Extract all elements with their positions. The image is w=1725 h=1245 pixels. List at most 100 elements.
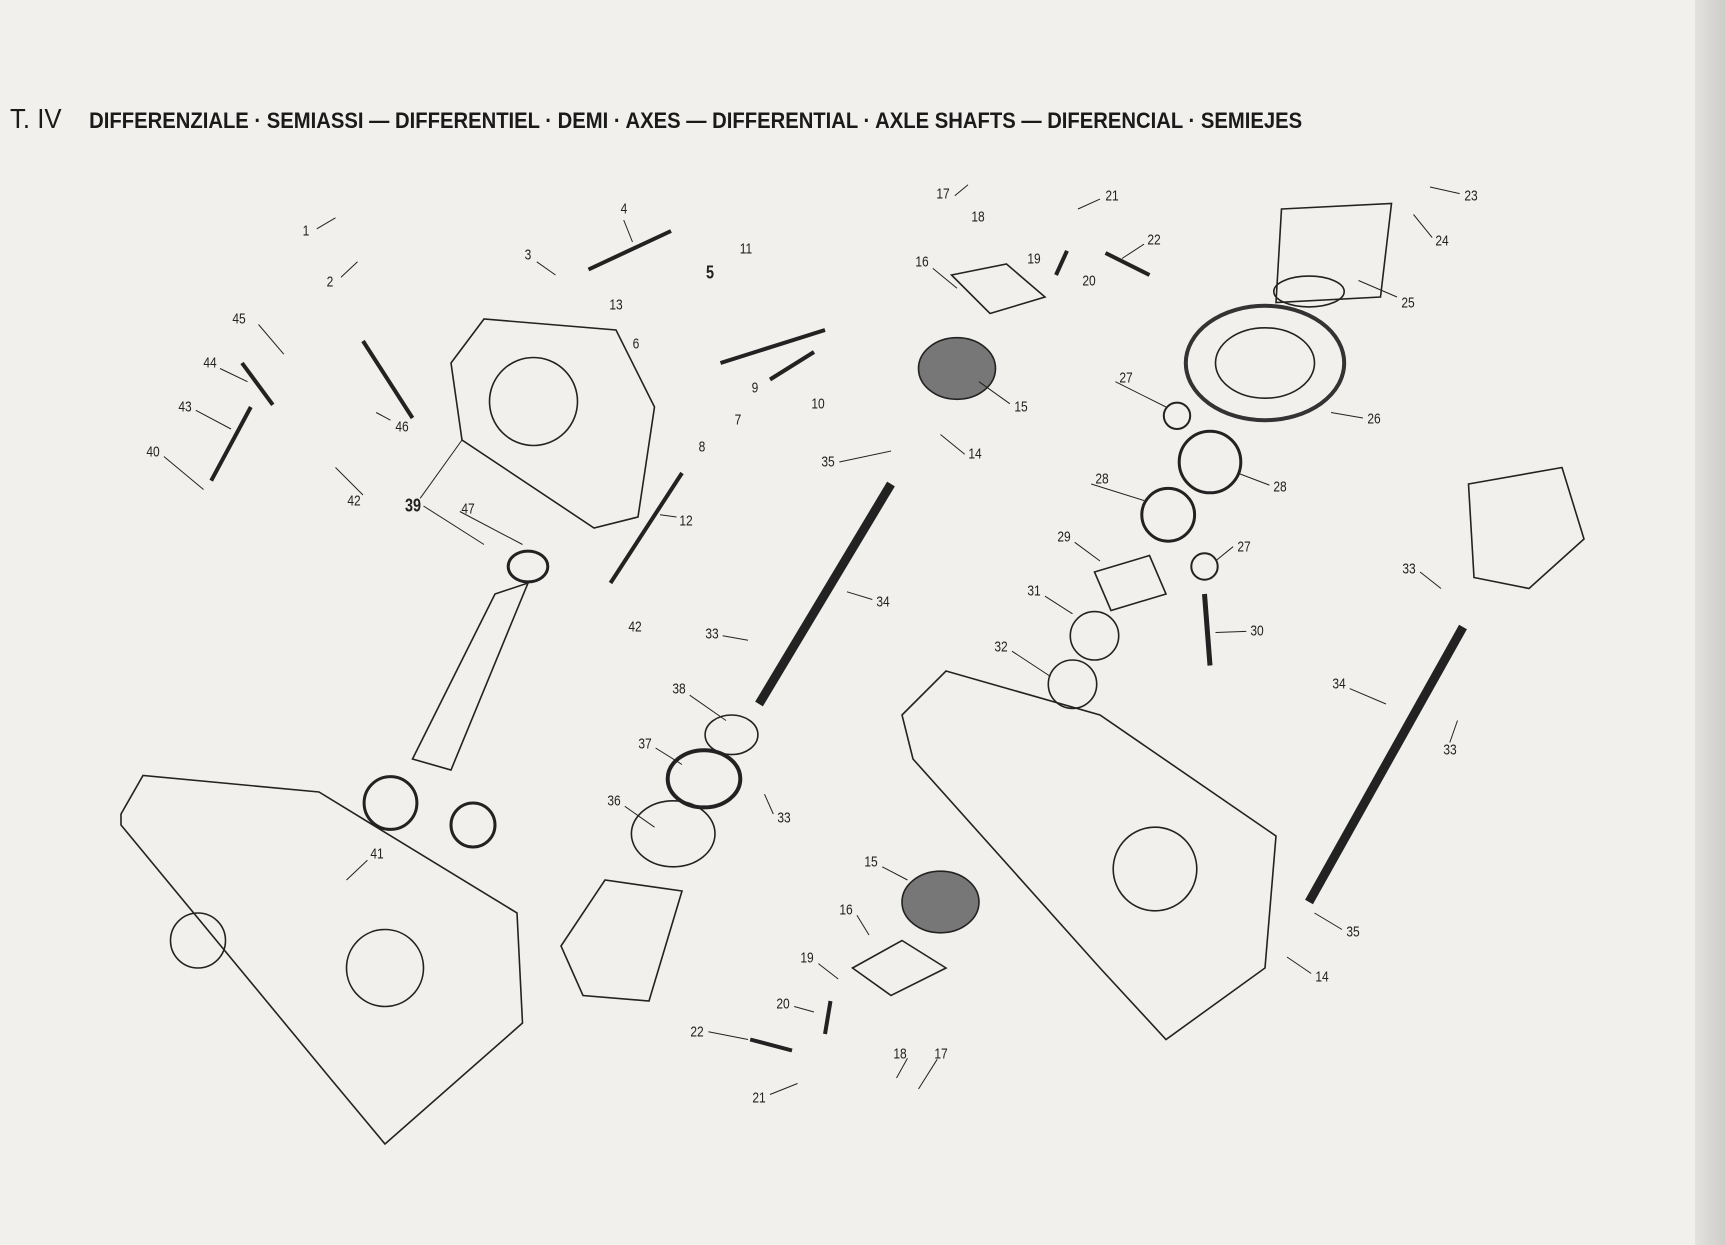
part-label-42: 42 [347, 492, 361, 509]
leader-line-2 [536, 261, 556, 276]
housing-bore-right [1112, 826, 1198, 912]
part-label-29: 29 [1057, 528, 1071, 546]
leader-line-4 [258, 324, 285, 355]
leader-line-38 [624, 805, 655, 828]
pinion-gear [1162, 401, 1192, 430]
bearing-housing-left [560, 879, 684, 1002]
cover-bearing-seat [488, 356, 579, 447]
part-label-5: 5 [705, 262, 714, 283]
bolt-3 [719, 328, 826, 365]
joint-flange-2 [851, 939, 948, 997]
leader-line-32 [1011, 650, 1051, 677]
part-label-27: 27 [1237, 538, 1251, 556]
part-label-18: 18 [971, 208, 985, 226]
bolt-8 [209, 406, 253, 482]
pinion-shaft-splined [411, 581, 530, 771]
gear-cluster [362, 775, 419, 831]
differential-cover [450, 318, 656, 529]
leader-line-7 [163, 456, 204, 490]
part-label-8: 8 [698, 438, 706, 456]
part-label-14: 14 [967, 445, 982, 463]
part-label-33: 33 [1443, 741, 1457, 759]
joint-flange [949, 263, 1047, 315]
axle-shaft-left [755, 481, 895, 707]
part-label-31: 31 [1027, 582, 1041, 600]
part-label-20: 20 [1082, 272, 1096, 289]
leader-line-10 [419, 439, 463, 499]
part-label-4: 4 [620, 200, 628, 218]
leader-line-8 [375, 412, 391, 421]
leader-line-47 [918, 1059, 938, 1090]
part-label-15: 15 [1014, 398, 1028, 416]
leader-line-3 [623, 219, 633, 243]
bolt-9 [749, 1037, 793, 1053]
ball-bearing [665, 748, 743, 810]
leader-line-49 [1349, 688, 1387, 705]
pinion-gear-2 [1190, 552, 1219, 581]
leader-line-36 [655, 747, 683, 765]
circlip [1047, 659, 1098, 710]
page-edge [1695, 0, 1725, 1245]
leader-line-39 [346, 859, 368, 881]
part-label-16: 16 [839, 901, 853, 919]
leader-line-5 [219, 368, 248, 383]
part-label-44: 44 [203, 354, 217, 372]
part-label-27: 27 [1119, 369, 1134, 387]
gear-cluster-2 [449, 801, 497, 849]
bolt-1 [608, 471, 684, 585]
part-label-23: 23 [1464, 187, 1478, 205]
leader-line-24 [1330, 412, 1363, 419]
leader-line-42 [818, 963, 839, 980]
bolt-5 [1104, 251, 1151, 277]
part-label-43: 43 [178, 398, 192, 416]
bolt-7 [240, 361, 275, 406]
part-label-32: 32 [994, 638, 1008, 656]
leader-line-16 [932, 268, 958, 289]
gearbox-housing-right [901, 670, 1277, 1041]
part-label-6: 6 [632, 335, 640, 353]
part-label-17: 17 [936, 185, 950, 203]
leader-line-40 [881, 866, 908, 881]
leader-line-0 [316, 217, 336, 230]
part-label-14: 14 [1315, 968, 1329, 986]
bolt-2 [587, 229, 672, 272]
title-text: DIFFERENZIALE · SEMIASSI — DIFFERENTIEL … [89, 108, 1303, 133]
part-label-17: 17 [933, 1045, 948, 1063]
part-label-46: 46 [394, 418, 409, 436]
part-label-2: 2 [326, 273, 334, 291]
part-label-12: 12 [679, 512, 694, 530]
leader-line-1 [340, 261, 358, 278]
leader-line-34 [722, 635, 749, 641]
leader-line-28 [1074, 541, 1101, 562]
leader-line-48 [1419, 571, 1442, 589]
leader-line-27 [1237, 472, 1270, 486]
part-label-1: 1 [302, 222, 310, 240]
part-label-15: 15 [864, 853, 878, 871]
leader-line-46 [896, 1057, 908, 1079]
leader-line-9 [335, 467, 364, 496]
part-label-7: 7 [734, 411, 742, 429]
leader-line-31 [1215, 630, 1247, 633]
part-label-16: 16 [915, 253, 929, 271]
leader-line-20 [839, 450, 892, 463]
part-label-35: 35 [821, 453, 835, 471]
part-label-28: 28 [1095, 470, 1109, 487]
leader-line-14 [954, 184, 969, 197]
leader-line-11 [423, 505, 485, 545]
axle-shaft-right [1305, 624, 1467, 905]
leader-line-30 [1044, 595, 1073, 615]
part-label-25: 25 [1401, 294, 1415, 311]
part-label-21: 21 [752, 1089, 766, 1107]
leader-line-45 [769, 1083, 798, 1095]
plate-number: T. IV [10, 103, 62, 134]
leader-line-23 [1358, 280, 1398, 298]
leader-line-37 [764, 793, 774, 815]
leader-line-19 [940, 434, 966, 455]
part-label-33: 33 [777, 809, 791, 827]
part-label-33: 33 [1402, 560, 1416, 578]
part-label-39: 39 [404, 495, 421, 516]
part-label-22: 22 [1147, 231, 1161, 249]
differential-carrier [1275, 202, 1393, 304]
part-label-3: 3 [524, 246, 532, 264]
